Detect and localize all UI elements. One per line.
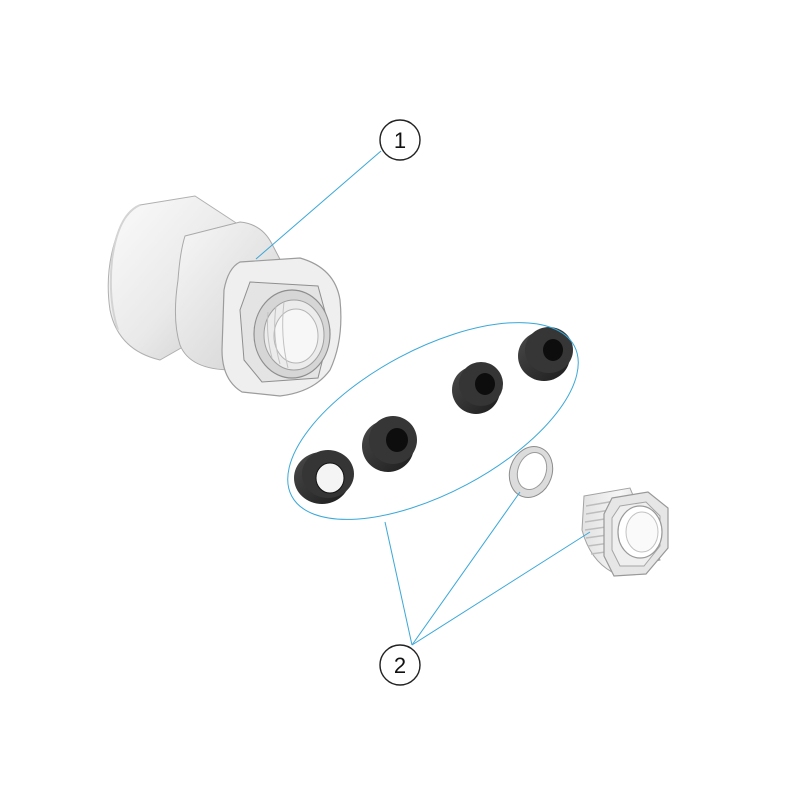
callout-2: 2 — [379, 644, 421, 686]
leader-line-2c — [411, 531, 591, 646]
callout-2-number: 2 — [394, 653, 406, 678]
leader-line-2a — [384, 521, 413, 646]
gasket-3 — [452, 362, 503, 414]
callout-1-number: 1 — [394, 128, 406, 153]
gasket-group-outline — [287, 322, 579, 520]
gasket-1 — [294, 450, 354, 504]
callout-1: 1 — [379, 119, 421, 161]
gasket-4 — [518, 327, 573, 381]
threaded-insert — [581, 487, 669, 577]
gasket-set — [294, 327, 573, 504]
leader-line-2b — [411, 491, 521, 646]
flat-washer — [508, 446, 554, 498]
leader-line-1 — [255, 150, 382, 260]
gasket-2 — [362, 416, 417, 472]
fitting-body — [107, 195, 342, 397]
leader-lines — [255, 150, 591, 646]
